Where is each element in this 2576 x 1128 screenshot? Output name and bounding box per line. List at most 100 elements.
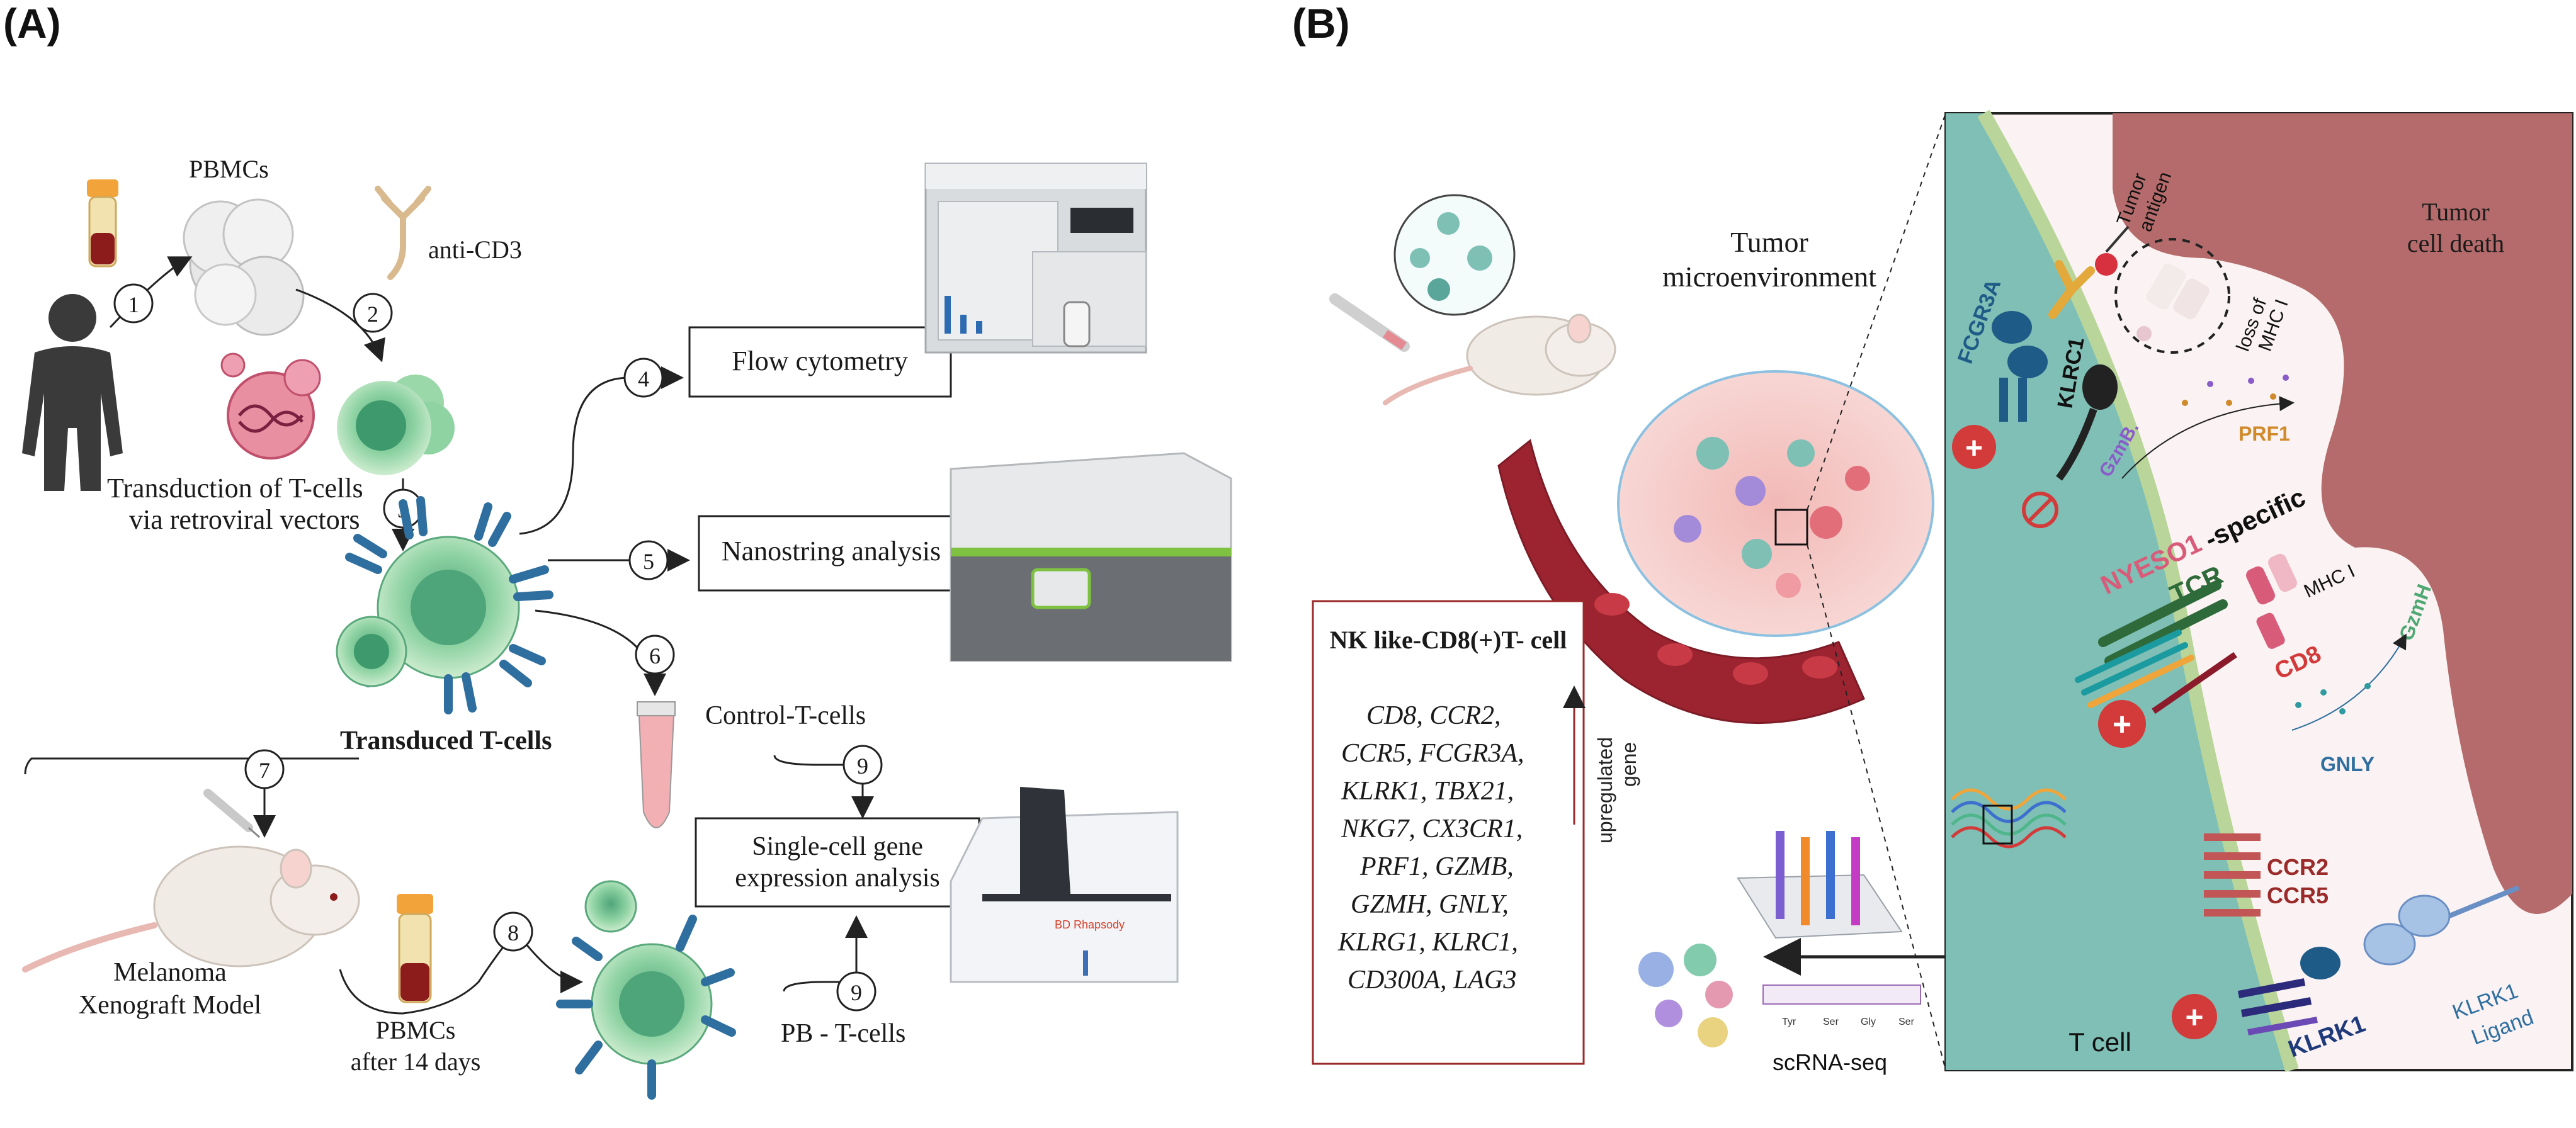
step-number: 1 [128,292,139,317]
gzmh-arc [2291,633,2407,731]
mhc-icon [2246,553,2297,605]
plus-badge-2: + [2098,700,2146,748]
bd-rhapsody-icon: BD Rhapsody [950,787,1179,983]
plus-sign: + [2185,1000,2203,1035]
anti-cd3-label: anti-CD3 [428,235,522,264]
gene-line: NKG7, CX3CR1, [1341,815,1523,843]
transduction-label-2: via retroviral vectors [129,504,360,535]
syringe-icon [203,789,260,838]
sequencing-chip-icon [1737,831,1903,939]
upregulated-label-1: upregulated [1594,737,1616,843]
tumor-mass-icon [1617,370,1934,637]
panel-b: (B) Tumor microenvironment [1292,0,2573,1075]
tcell-label: T cell [2068,1027,2131,1057]
tcr-complex [2075,580,2228,708]
gene-line: CD8, CCR2, [1366,701,1501,730]
retroviral-vector-icon [220,352,321,460]
flow-cytometry-label: Flow cytometry [732,346,908,376]
tumor-death-label-2: cell death [2407,229,2504,257]
flow-cytometry-box [688,326,952,398]
step-marker-6: 6 [635,634,675,675]
single-cell-label-2: expression analysis [735,864,939,893]
melanoma-label-1: Melanoma [113,958,227,987]
step-number: 8 [508,920,519,945]
arrow-to-flow [519,366,684,535]
granules [2182,375,2289,406]
gnly-granules [2295,683,2371,714]
transduced-tcell [336,496,553,714]
panel-a-label: (A) [3,0,61,47]
amino-acid: Gly [1861,1017,1876,1027]
granule-arc [2121,396,2295,479]
melanoma-label-2: Xenograft Model [79,991,261,1020]
mouse-icon [22,845,360,973]
pb-tcells-label: PB - T-cells [781,1019,905,1048]
gene-line: KLRK1, TBX21, [1341,777,1514,806]
prf1-label: PRF1 [2238,422,2290,445]
gene-line: CCR5, FCGR3A, [1341,739,1524,768]
arrow-control [773,755,874,819]
nk-title: NK like-CD8(+)T- cell [1330,626,1567,654]
gene-line: GZMH, GNLY, [1351,890,1509,919]
ccr2-label: CCR2 [2267,854,2329,880]
step-number: 9 [857,753,868,779]
cells-bubble-icon [1393,194,1516,316]
step-number: 6 [649,643,661,668]
tumor-death-label-1: Tumor [2422,198,2489,226]
nanostring-instrument-icon [950,452,1232,662]
arrow-to-tube [535,609,666,696]
single-cell-box [695,817,980,908]
tumor-micro-label-1: Tumor [1730,226,1808,258]
mouse-b-icon [1383,313,1616,405]
step-number: 2 [367,302,378,327]
step-number: 9 [851,980,862,1005]
transduced-tcells-label: Transduced T-cells [340,726,552,755]
gene-line: KLRG1, KLRC1, [1337,928,1518,957]
amino-acid: Ser [1898,1017,1915,1027]
bd-brand-label: BD Rhapsody [1055,918,1125,931]
control-tcells-label: Control-T-cells [705,701,866,730]
arrow-pb [783,915,868,992]
antibody-icon [2048,260,2095,319]
step-marker-1: 1 [113,283,154,324]
nanostring-box [698,515,965,592]
pbmcs-after-label-2: after 14 days [351,1047,481,1076]
pb-tcell [556,880,736,1100]
sample-tube-icon [637,701,676,828]
anti-cd3-antibody-icon [375,186,431,280]
umap-plot-icon [1621,925,1747,1058]
tumor-micro-label-2: microenvironment [1662,261,1876,293]
ccr5-label: CCR5 [2267,883,2329,908]
gnly-label: GNLY [2320,753,2375,776]
activated-tcells-cluster [337,375,455,475]
sequence-strip-icon: Tyr Ser Gly Ser [1762,984,1921,1027]
plus-sign: + [1965,432,1983,465]
step-marker-9-top: 9 [843,745,883,785]
loss-mhc-icon [2114,238,2230,354]
arrow-step-2 [295,288,385,363]
plus-sign: + [2113,706,2131,743]
patient-icon [22,294,123,491]
scrna-seq-label: scRNA-seq [1773,1049,1887,1075]
tumor-antigen-icon [2095,225,2130,276]
inhibit-icon [2022,492,2058,528]
blood-tube-icon [87,179,118,268]
gene-line: CD300A, LAG3 [1348,966,1516,995]
amino-acid: Tyr [1782,1017,1796,1027]
cd8-receptor [2152,612,2285,714]
step-marker-7: 7 [244,749,285,789]
step-marker-5: 5 [628,540,669,580]
step-marker-9-bottom: 9 [836,971,877,1012]
amino-acid: Ser [1823,1017,1839,1027]
step-number: 7 [259,758,270,783]
panel-a: (A) PBMCs anti-CD3 [3,0,1232,1100]
step-number: 4 [638,366,649,392]
transduction-label-1: Transduction of T-cells [107,473,363,504]
pbmcs-label: PBMCs [189,155,269,183]
pbmc-tube-icon [397,894,433,1003]
upregulated-label-2: gene [1618,742,1640,787]
step-marker-8: 8 [493,911,533,952]
nk-gene-box [1312,600,1585,1065]
panel-b-label: (B) [1292,0,1350,47]
flow-cytometer-icon [924,162,1147,354]
